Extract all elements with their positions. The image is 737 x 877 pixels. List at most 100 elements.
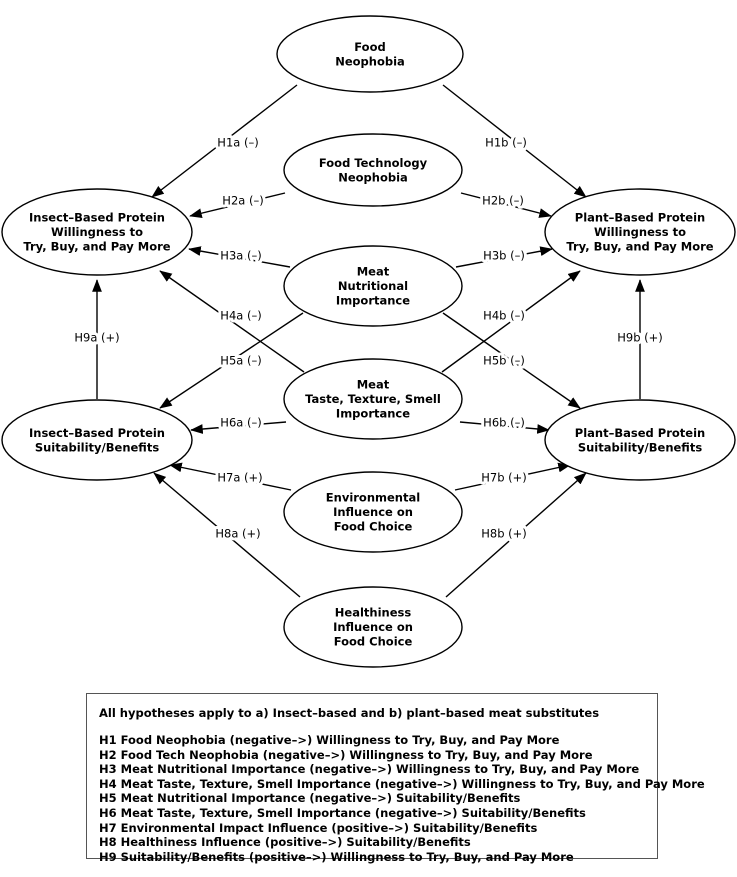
legend-item: H6 Meat Taste, Texture, Smell Importance…: [99, 805, 586, 820]
edge-label-h2a: H2a (–): [222, 194, 263, 208]
node-shape-environmental: [283, 471, 463, 553]
legend-item: H1 Food Neophobia (negative–>) Willingne…: [99, 733, 560, 747]
edge-h3b: [455, 246, 553, 268]
node-label-line: Suitability/Benefits: [578, 440, 702, 454]
edge-label-h6b: H6b (–): [483, 416, 525, 430]
edge-h8b: [445, 472, 587, 598]
edge-h6b: [459, 421, 550, 434]
node-label-line: Food Choice: [334, 634, 413, 648]
node-label-line: Importance: [336, 293, 410, 307]
edge-label-halo-h5b: H5b (–): [483, 354, 525, 368]
edge-label-h9a: H9a (+): [74, 331, 119, 345]
node-label-line: Suitability/Benefits: [35, 440, 159, 454]
node-label-line: Taste, Texture, Smell: [305, 392, 441, 406]
node-shape-insect-willingness: [1, 188, 193, 276]
edge-label-h3b: H3b (–): [483, 249, 525, 263]
edge-label-halo-h1a: H1a (–): [217, 136, 258, 150]
edge-label-halo-h9a: H9a (+): [74, 331, 119, 345]
node-shape-food-neophobia: [276, 15, 464, 93]
edge-h5b: [442, 312, 581, 409]
legend-item: H9 Suitability/Benefits (positive–>) Wil…: [99, 849, 574, 864]
edge-h1a: [151, 84, 298, 198]
node-label-line: Try, Buy, and Pay More: [23, 239, 170, 253]
node-label-line: Neophobia: [338, 170, 408, 184]
legend-box: All hypotheses apply to a) Insect–based …: [86, 693, 705, 864]
edge-h4a: [159, 270, 305, 373]
edges-layer: [92, 84, 645, 598]
node-label-line: Healthiness: [335, 605, 412, 619]
edge-label-halo-h1b: H1b (–): [485, 136, 527, 150]
edge-label-halo-h2b: H2b (–): [482, 194, 524, 208]
legend-item: H4 Meat Taste, Texture, Smell Importance…: [99, 776, 705, 791]
node-label-line: Try, Buy, and Pay More: [566, 239, 713, 253]
edge-label-halo-h7b: H7b (+): [481, 471, 527, 485]
node-label-line: Insect–Based Protein: [29, 425, 165, 439]
node-label-line: Influence on: [333, 505, 413, 519]
edge-label-halo-h3a: H3a (–): [220, 249, 261, 263]
edge-h5a: [159, 312, 304, 409]
node-label-line: Food Technology: [319, 155, 428, 169]
node-label-line: Insect–Based Protein: [29, 210, 165, 224]
edge-label-h4a: H4a (–): [220, 309, 261, 323]
node-shape-insect-suitability: [1, 399, 193, 481]
edge-h2b: [460, 192, 552, 218]
edge-h6a: [190, 421, 287, 434]
node-label-line: Meat: [357, 377, 390, 391]
node-shape-plant-willingness: [544, 188, 736, 276]
edge-h8a: [153, 472, 301, 598]
edge-labels-layer: H1a (–)H1a (–)H1b (–)H1b (–)H2a (–)H2a (…: [71, 133, 665, 544]
node-label-line: Food Choice: [334, 519, 413, 533]
legend-item: H7 Environmental Impact Influence (posit…: [99, 820, 538, 835]
edge-label-halo-h7a: H7a (+): [217, 471, 262, 485]
node-label-line: Importance: [336, 406, 410, 420]
edge-label-h1b: H1b (–): [485, 136, 527, 150]
legend-item: H2 Food Tech Neophobia (negative–>) Will…: [99, 747, 593, 762]
edge-h7b: [454, 462, 571, 491]
edge-label-h7b: H7b (+): [481, 471, 527, 485]
node-shape-meat-taste: [283, 358, 463, 440]
edge-h7a: [169, 462, 292, 491]
edge-label-h6a: H6a (–): [220, 416, 261, 430]
node-shape-food-tech-neophobia: [283, 133, 463, 207]
edge-label-h8a: H8a (+): [215, 527, 260, 541]
edge-label-h9b: H9b (+): [617, 331, 663, 345]
edge-label-h5a: H5a (–): [220, 354, 261, 368]
edge-label-h5b: H5b (–): [483, 354, 525, 368]
edge-h2a: [189, 192, 286, 218]
edge-label-h8b: H8b (+): [481, 527, 527, 541]
edge-label-halo-h9b: H9b (+): [617, 331, 663, 345]
node-label-line: Meat: [357, 264, 390, 278]
edge-h4b: [441, 270, 581, 373]
node-shape-healthiness: [283, 586, 463, 668]
node-label-line: Environmental: [326, 490, 420, 504]
node-label-line: Food: [354, 39, 385, 53]
edge-label-halo-h2a: H2a (–): [222, 194, 263, 208]
edge-label-halo-h3b: H3b (–): [483, 249, 525, 263]
edge-label-halo-h4a: H4a (–): [220, 309, 261, 323]
legend-hypothesis-list: H1 Food Neophobia (negative–>) Willingne…: [99, 733, 705, 864]
edge-label-h3a: H3a (–): [220, 249, 261, 263]
edge-label-h4b: H4b (–): [483, 309, 525, 323]
node-label-line: Neophobia: [335, 54, 405, 68]
node-label-line: Plant–Based Protein: [575, 425, 705, 439]
